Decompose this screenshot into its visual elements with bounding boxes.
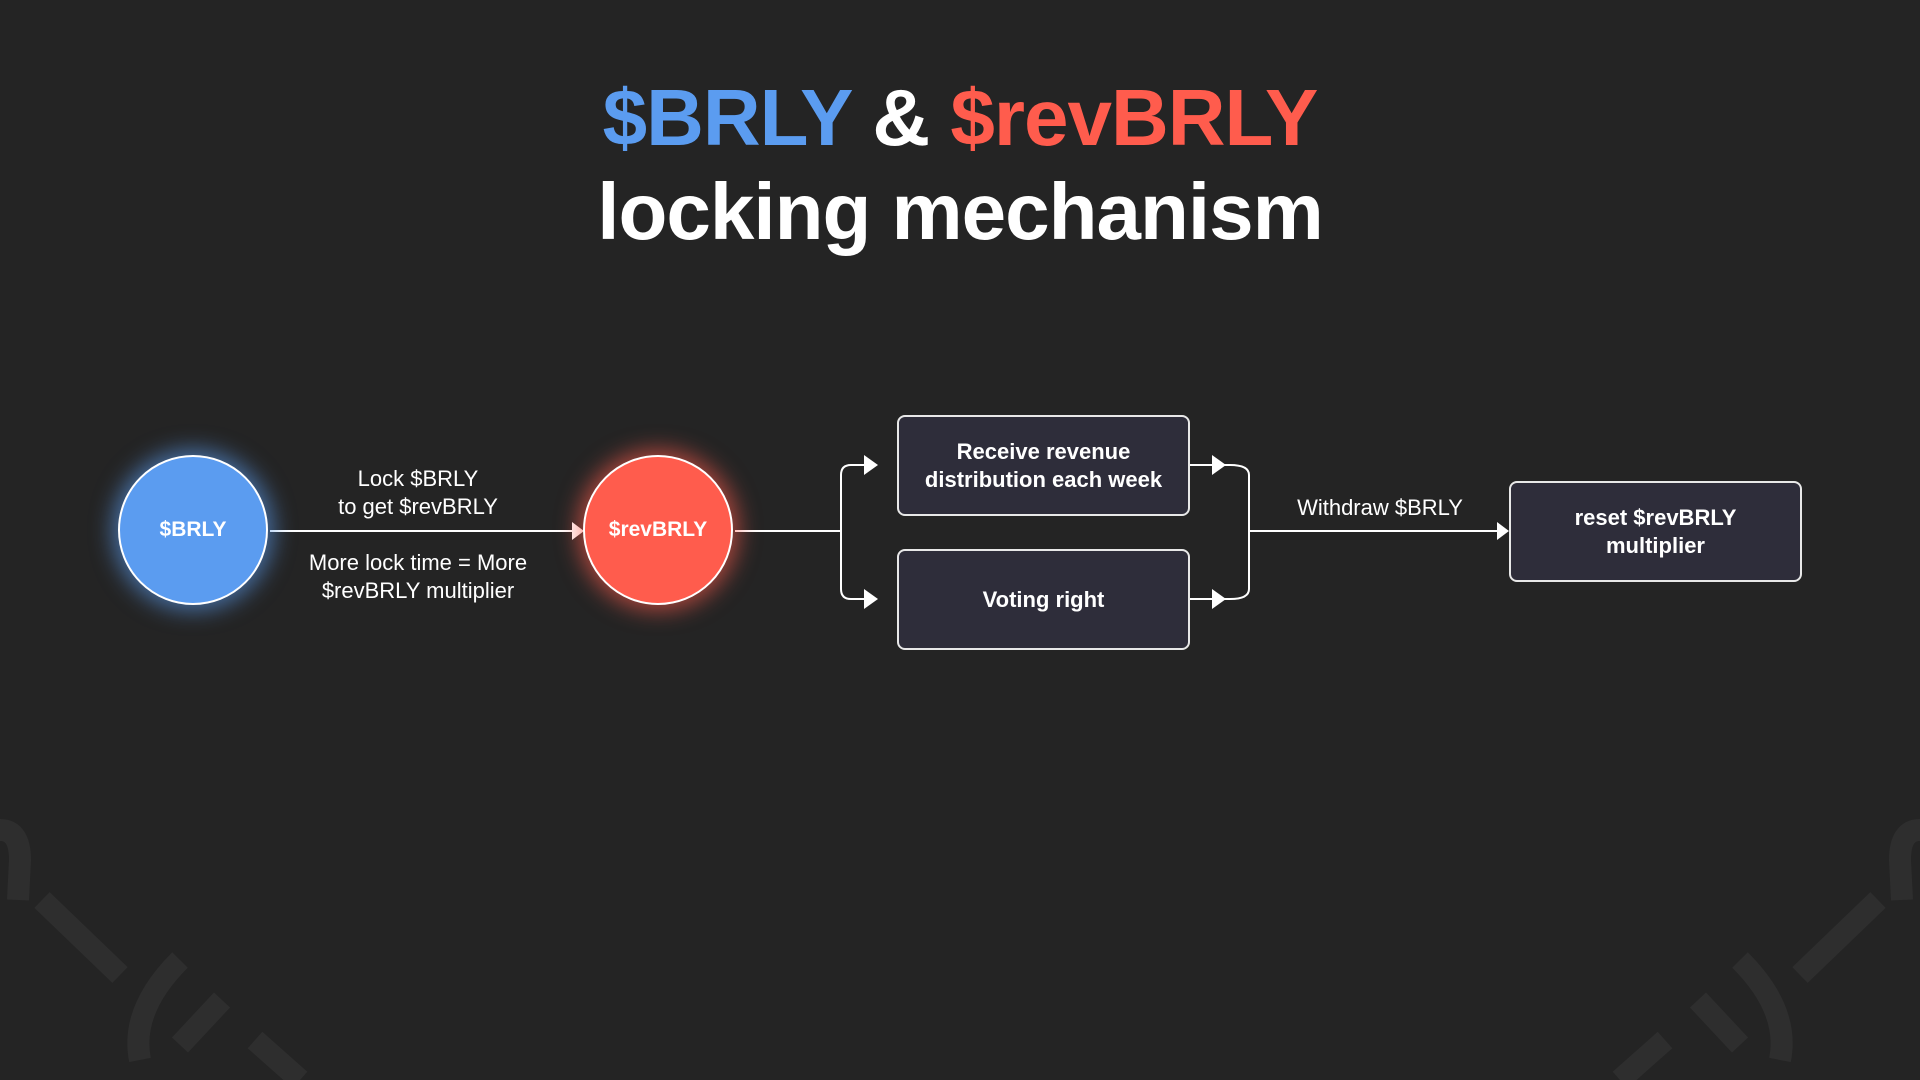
node-revenue-text: Receive revenue distribution each week [924, 438, 1163, 492]
label-withdraw: Withdraw $BRLY [1297, 495, 1463, 520]
label-lock-line2: to get $revBRLY [338, 494, 498, 519]
arrowhead-lock [572, 522, 584, 540]
watermark-chain-left [0, 819, 308, 1080]
node-revenue: Receive revenue distribution each week [897, 415, 1190, 516]
node-voting: Voting right [897, 549, 1190, 650]
arrowhead-revenue-out [1212, 455, 1226, 475]
node-voting-text: Voting right [982, 586, 1105, 612]
title-revbrly: $revBRLY [950, 73, 1318, 162]
title-ampersand: & [872, 73, 930, 162]
title-line-2: locking mechanism [597, 167, 1323, 256]
arrowhead-voting [864, 589, 878, 609]
node-revbrly: $revBRLY [583, 455, 733, 605]
title-line-1: $BRLY & $revBRLY [0, 78, 1920, 158]
title-brly: $BRLY [602, 73, 852, 162]
arrowhead-voting-out [1212, 589, 1226, 609]
node-reset-text: reset $revBRLY multiplier [1574, 504, 1737, 558]
label-more-line2: $revBRLY multiplier [321, 578, 515, 603]
label-lock: Lock $BRLY to get $revBRLY [268, 465, 568, 521]
arrowhead-withdraw [1497, 522, 1509, 540]
label-lock-line1: Lock $BRLY [357, 466, 479, 491]
node-reset: reset $revBRLY multiplier [1509, 481, 1802, 582]
watermark-chain-right [1612, 819, 1920, 1080]
branch-right [1190, 464, 1250, 600]
node-brly: $BRLY [118, 455, 268, 605]
label-more-line1: More lock time = More [308, 550, 528, 575]
branch-left [840, 464, 870, 600]
arrowhead-revenue [864, 455, 878, 475]
label-more-lock: More lock time = More $revBRLY multiplie… [268, 549, 568, 605]
